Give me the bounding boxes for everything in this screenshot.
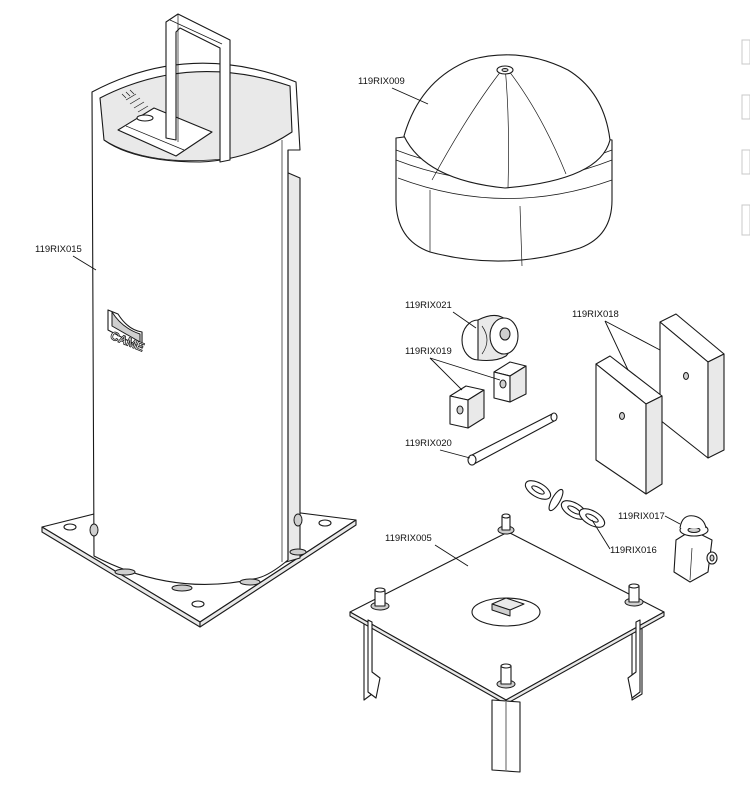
label-119RIX016: 119RIX016 xyxy=(610,545,657,556)
chain-part xyxy=(524,480,606,528)
leader-119RIX005 xyxy=(434,544,469,567)
label-119RIX015: 119RIX015 xyxy=(35,244,82,255)
came-logo: CAME xyxy=(107,309,147,355)
label-119RIX005: 119RIX005 xyxy=(385,533,432,544)
leader-119RIX009 xyxy=(391,87,429,105)
guide-blocks-part xyxy=(449,361,527,429)
leader-119RIX019 xyxy=(429,357,463,391)
label-119RIX009: 119RIX009 xyxy=(358,76,405,87)
label-119RIX020: 119RIX020 xyxy=(405,438,452,449)
padlock-part xyxy=(673,515,718,583)
dome-cap-part xyxy=(395,54,613,267)
page-edge-marks xyxy=(741,39,750,236)
leader-119RIX021 xyxy=(452,311,477,329)
foundation-plate-part xyxy=(349,513,665,773)
bollard-lifting-handle xyxy=(165,13,231,163)
leader-119RIX018-second xyxy=(604,320,661,351)
leader-119RIX017 xyxy=(664,515,681,525)
label-119RIX019: 119RIX019 xyxy=(405,346,452,357)
pulley-part xyxy=(461,314,519,362)
weight-plates-part xyxy=(595,313,725,495)
label-119RIX018: 119RIX018 xyxy=(572,309,619,320)
part-labels: 119RIX015 119RIX009 119RIX021 119RIX018 … xyxy=(35,76,681,567)
foundation-bolts xyxy=(370,513,644,689)
leader-119RIX015 xyxy=(72,255,97,271)
pin-part xyxy=(467,412,558,466)
leader-119RIX020 xyxy=(439,449,471,459)
bollard-welds xyxy=(89,513,307,592)
leader-119RIX018 xyxy=(604,320,629,371)
bollard-body-part: CAME xyxy=(41,13,357,628)
label-119RIX017: 119RIX017 xyxy=(618,511,665,522)
leader-119RIX019-second xyxy=(429,357,501,381)
label-119RIX021: 119RIX021 xyxy=(405,300,452,311)
bollard-cylinder xyxy=(91,62,301,585)
leader-119RIX016 xyxy=(591,519,611,550)
